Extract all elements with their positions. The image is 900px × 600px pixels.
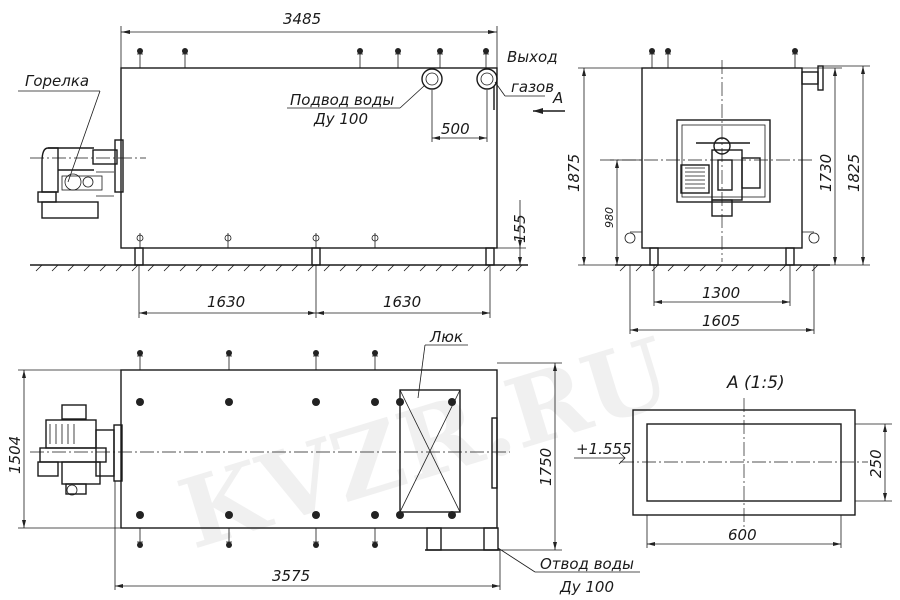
plan-lug-heads <box>136 350 456 548</box>
dim-burner-axis-height: 980 <box>603 207 616 228</box>
plan-view: Люк <box>6 328 640 596</box>
dim-plan-width: 1504 <box>6 436 24 474</box>
dim-side-outlet-height: 1825 <box>845 154 863 192</box>
dim-side-total-height: 1875 <box>565 154 583 192</box>
burner-side <box>676 119 771 217</box>
dim-support-span-2: 1630 <box>383 293 421 311</box>
dim-side-width: 1605 <box>702 312 740 330</box>
dim-base-height: 155 <box>511 214 529 243</box>
burner-plan <box>37 404 123 496</box>
bottom-drains <box>136 233 379 248</box>
label-gas-outlet: Выход <box>507 48 558 66</box>
front-view: 3485 500 Подвод воды Ду 100 Выход га <box>18 10 565 318</box>
gas-outlet-nozzle <box>476 68 498 90</box>
label-water-outlet-size: Ду 100 <box>559 578 614 596</box>
dim-nozzle-spacing: 500 <box>441 120 470 138</box>
label-water-outlet: Отвод воды <box>540 555 634 573</box>
top-lugs <box>137 53 489 68</box>
dim-outlet-level: +1.555 <box>576 440 632 458</box>
water-inlet-nozzle <box>421 68 443 90</box>
view-a-marker: А <box>552 89 563 107</box>
top-lug-heads <box>137 48 489 54</box>
dim-outlet-height: 250 <box>867 449 885 478</box>
view-a-title: А (1:5) <box>726 373 785 393</box>
view-a: А (1:5) +1.555 250 600 <box>574 373 892 548</box>
dim-support-width: 1300 <box>702 284 740 302</box>
label-water-inlet-size: Ду 100 <box>313 110 368 128</box>
dim-front-length: 3485 <box>283 10 321 28</box>
side-view: 1875 980 1730 1825 1300 1605 <box>565 48 870 334</box>
label-burner: Горелка <box>25 72 89 90</box>
label-hatch: Люк <box>429 328 463 346</box>
dim-support-span-1: 1630 <box>207 293 245 311</box>
plan-hatch <box>399 389 461 513</box>
dim-outlet-width: 600 <box>728 526 757 544</box>
dim-plan-body-width: 1750 <box>537 448 555 486</box>
dim-plan-length: 3575 <box>272 567 310 585</box>
burner-front <box>30 139 146 219</box>
label-gas-outlet-2: газов <box>511 78 554 96</box>
label-water-inlet: Подвод воды <box>290 91 394 109</box>
dim-side-body-height: 1730 <box>817 154 835 192</box>
